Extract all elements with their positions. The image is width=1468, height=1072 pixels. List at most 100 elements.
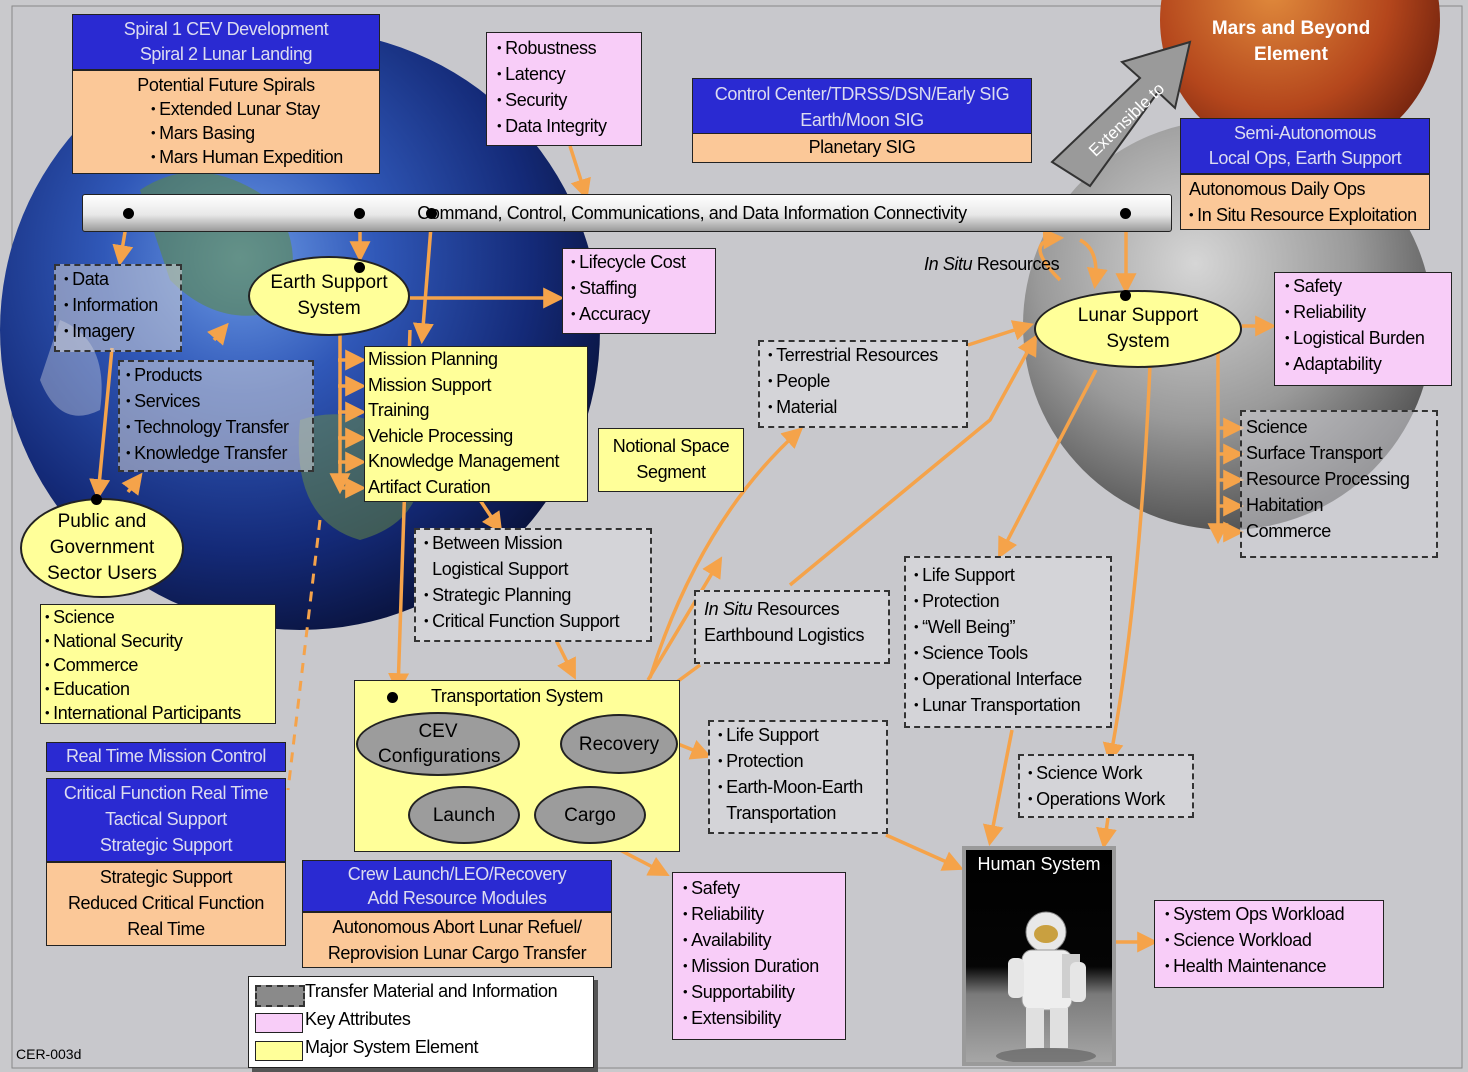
- list-item: Logistical Burden: [1285, 325, 1441, 351]
- network-attributes-list: Robustness Latency Security Data Integri…: [497, 35, 631, 139]
- list-item: National Security: [45, 629, 271, 653]
- future-spirals-box: Potential Future Spirals Extended Lunar …: [72, 70, 380, 174]
- mission-control-item: Strategic Support: [99, 867, 233, 887]
- list-item: Accuracy: [571, 301, 707, 327]
- list-item: Extended Lunar Stay: [151, 97, 379, 121]
- list-item: Products: [126, 362, 306, 388]
- legend-label: Major System Element: [305, 1037, 479, 1057]
- list-item: Science Workload: [1165, 927, 1373, 953]
- mission-control-item: Reduced Critical Function: [67, 893, 265, 913]
- mission-control-item: Real Time: [127, 919, 205, 939]
- crew-launch-item: Autonomous Abort Lunar Refuel/: [332, 917, 582, 937]
- node-dot: [354, 262, 365, 273]
- mars-title: Mars and Beyond Element: [1188, 16, 1394, 68]
- crew-launch-item: Crew Launch/LEO/Recovery: [347, 864, 567, 884]
- data-transfer-list: Data Information Imagery: [64, 266, 172, 344]
- list-item: Reliability: [683, 901, 835, 927]
- lunar-functions-box: Science Surface Transport Resource Proce…: [1240, 410, 1438, 558]
- list-item: Lifecycle Cost: [571, 249, 707, 275]
- list-item: International Participants: [45, 701, 271, 725]
- list-item: Safety: [683, 875, 835, 901]
- list-item: Earth-Moon-Earth Transportation: [718, 774, 878, 826]
- list-item: Data Integrity: [497, 113, 631, 139]
- mission-function-item: Knowledge Management: [368, 451, 560, 471]
- transport-attributes-list: Safety Reliability Availability Mission …: [683, 875, 835, 1031]
- work-box: Science Work Operations Work: [1018, 754, 1194, 818]
- transport-attributes-box: Safety Reliability Availability Mission …: [672, 872, 846, 1040]
- mission-function-item: Mission Support: [368, 374, 492, 395]
- mission-function-item: Training: [368, 400, 430, 420]
- list-item: Health Maintenance: [1165, 953, 1373, 979]
- lunar-function-item: Commerce: [1246, 521, 1331, 541]
- control-center-label: Control Center/TDRSS/DSN/Early SIG: [714, 84, 1010, 104]
- mission-functions-box: Mission Planning Mission Support Trainin…: [364, 346, 588, 502]
- list-item: Supportability: [683, 979, 835, 1005]
- earth-support-system: Earth Support System: [248, 256, 410, 336]
- mission-function-item: Artifact Curation: [368, 476, 491, 497]
- logistics-list: Between Mission Logistical Support Strat…: [424, 530, 642, 634]
- earth-attributes-box: Lifecycle Cost Staffing Accuracy: [562, 248, 716, 334]
- list-item: Safety: [1285, 273, 1441, 299]
- connectivity-bus-label: Command, Control, Communications, and Da…: [417, 202, 967, 223]
- list-item: Mission Duration: [683, 953, 835, 979]
- list-item: Availability: [683, 927, 835, 953]
- in-situ-rest: Resources: [972, 254, 1060, 274]
- list-item: System Ops Workload: [1165, 901, 1373, 927]
- list-item: Science: [45, 605, 271, 629]
- logistics-item: Between Mission Logistical Support: [432, 533, 569, 579]
- list-item: Data: [64, 266, 172, 292]
- list-item: Education: [45, 677, 271, 701]
- real-time-label: Real Time Mission Control: [65, 746, 267, 766]
- list-item: Life Support: [914, 562, 1102, 588]
- products-list: Products Services Technology Transfer Kn…: [126, 362, 306, 466]
- legend-swatch-transfer: [255, 985, 305, 1007]
- human-system-label: Human System: [977, 854, 1101, 874]
- list-item: Security: [497, 87, 631, 113]
- work-list: Science Work Operations Work: [1028, 760, 1184, 812]
- launch: Launch: [408, 786, 520, 844]
- extensible-arrow: [1050, 40, 1192, 188]
- human-attributes-box: System Ops Workload Science Workload Hea…: [1154, 900, 1384, 988]
- list-item: Robustness: [497, 35, 631, 61]
- transport-needs-box: Life Support Protection Earth-Moon-Earth…: [708, 720, 888, 834]
- transportation-title: Transportation System: [430, 686, 603, 706]
- cargo: Cargo: [534, 786, 646, 844]
- earth-attributes-list: Lifecycle Cost Staffing Accuracy: [571, 249, 707, 327]
- recovery-label: Recovery: [578, 733, 660, 755]
- spiral-2-label: Spiral 2 Lunar Landing: [139, 44, 313, 64]
- planetary-sig-label: Planetary SIG: [808, 137, 916, 157]
- list-item: Science Tools: [914, 640, 1102, 666]
- crew-launch-item: Reprovision Lunar Cargo Transfer: [327, 943, 587, 963]
- cev-label: CEV Configurations: [378, 721, 501, 767]
- transport-need-item: Earth-Moon-Earth Transportation: [726, 777, 863, 823]
- legend-label: Key Attributes: [305, 1009, 411, 1029]
- list-item: In Situ Resource Exploitation: [1189, 202, 1421, 228]
- list-item: Imagery: [64, 318, 172, 344]
- products-transfer-box: Products Services Technology Transfer Kn…: [118, 360, 314, 472]
- future-spirals-list: Extended Lunar Stay Mars Basing Mars Hum…: [73, 97, 379, 169]
- in-situ-italic: In Situ: [704, 599, 753, 619]
- launch-label: Launch: [432, 804, 496, 826]
- earth-moon-sig-label: Earth/Moon SIG: [800, 110, 924, 130]
- planetary-sig-box: Planetary SIG: [692, 133, 1032, 163]
- lunar-human-needs-list: Life Support Protection “Well Being” Sci…: [914, 562, 1102, 718]
- list-item: Science Work: [1028, 760, 1184, 786]
- in-situ-rest: Resources: [752, 599, 840, 619]
- control-center-box: Control Center/TDRSS/DSN/Early SIG Earth…: [692, 78, 1032, 134]
- bus-node: [1120, 208, 1131, 219]
- list-item: Services: [126, 388, 306, 414]
- earth-support-label: Earth Support System: [270, 272, 388, 319]
- crew-launch-orange-box: Autonomous Abort Lunar Refuel/ Reprovisi…: [302, 912, 612, 968]
- lunar-function-item: Habitation: [1246, 495, 1324, 515]
- in-situ-logistics-box: In Situ Resources Earthbound Logistics: [694, 590, 890, 664]
- lunar-attributes-list: Safety Reliability Logistical Burden Ada…: [1285, 273, 1441, 377]
- mars-title-line1: Mars and Beyond: [1211, 18, 1371, 39]
- node-dot: [387, 692, 398, 703]
- autonomous-daily-label: Autonomous Daily Ops: [1189, 179, 1366, 199]
- lunar-support-label: Lunar Support System: [1077, 305, 1199, 352]
- legend-label: Transfer Material and Information: [305, 981, 558, 1001]
- list-item: Operational Interface: [914, 666, 1102, 692]
- crew-launch-blue-box: Crew Launch/LEO/Recovery Add Resource Mo…: [302, 860, 612, 912]
- cargo-label: Cargo: [564, 804, 616, 826]
- list-item: Extensibility: [683, 1005, 835, 1031]
